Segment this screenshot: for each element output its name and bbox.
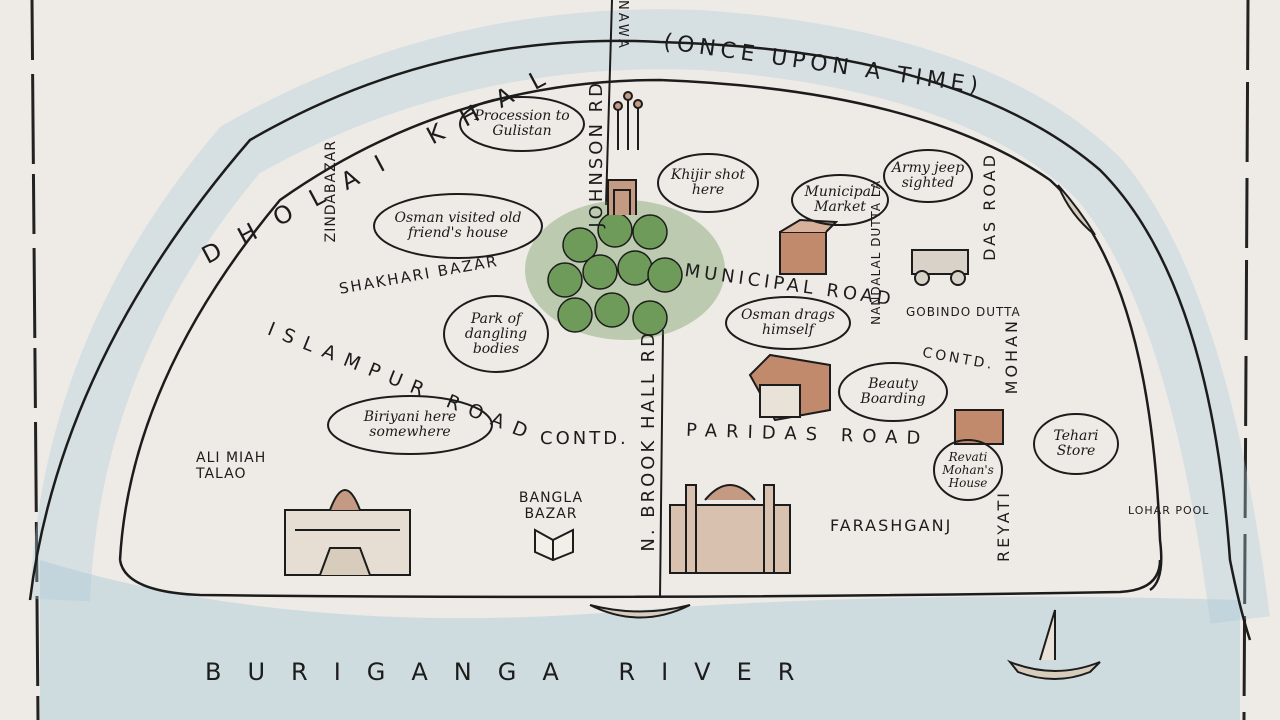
lohar-pool-label: LOHAR POOL: [1128, 504, 1210, 517]
mosque-icon: [669, 484, 791, 574]
note-osman-drags: Osman drags himself: [741, 307, 835, 338]
gobindo-dutta-label: GOBINDO DUTTA: [906, 305, 1021, 319]
left-frame-line: [30, 0, 40, 720]
left-palace-icon: [284, 489, 411, 576]
nawab-label: NAWA: [615, 0, 630, 51]
note-khijir: Khijir shot here: [670, 167, 746, 198]
small-boat-canal: [1057, 184, 1096, 236]
procession-figures-icon: [613, 91, 643, 150]
small-boat-bottom: [589, 604, 691, 619]
note-bubbles: [327, 96, 1119, 501]
bangla-bazar-label: BANGLA BAZAR: [518, 490, 584, 522]
johnson-road-line: [605, 0, 613, 206]
ali-miah-talao-label: ALI MIAH TALAO: [196, 450, 267, 482]
revati-house-icon: [954, 409, 1004, 445]
n-brook-hall-rd-label: N. BROOK HALL RD: [638, 330, 659, 552]
river-wash-bottom: [40, 560, 1240, 720]
johnson-rd-label: JOHNSON RD: [586, 80, 607, 228]
canal-inner-line: [118, 78, 1163, 592]
note-osman-friend: Osman visited old friend's house: [394, 210, 522, 241]
park-gate-icon: [607, 179, 637, 215]
das-road-label: DAS ROAD: [980, 152, 999, 261]
boat-icon: [1006, 609, 1101, 680]
jeep-icon: [911, 249, 969, 286]
farashganj-label: FARASHGANJ: [830, 516, 953, 535]
canal-outer-line: [28, 39, 1252, 641]
canal-wash: [30, 9, 1270, 624]
park-trees: [547, 212, 683, 336]
note-biriyani: Biriyani here somewhere: [363, 409, 457, 440]
river-label: BURIGANGA RIVER: [205, 658, 821, 686]
note-park: Park of dangling bodies: [464, 310, 528, 357]
mohan-label: MOHAN: [1002, 318, 1021, 395]
beauty-boarding-building-icon: [748, 353, 831, 422]
right-frame-line: [1242, 0, 1250, 720]
zindabazar-label: ZINDABAZAR: [323, 140, 339, 243]
brook-hall-road-line: [659, 329, 664, 599]
note-beauty-boarding: Beauty Boarding: [860, 376, 926, 407]
note-army-jeep: Army jeep sighted: [891, 160, 965, 191]
reyati-label: REYATI: [994, 490, 1013, 562]
note-revati-mohan: Revati Mohan's House: [942, 449, 994, 490]
note-tehari-store: Tehari Store: [1053, 428, 1099, 459]
municipal-market-icon: [779, 218, 839, 275]
river-bank-line: [118, 559, 1162, 599]
book-icon: [534, 528, 574, 562]
note-municipal-market: Municipal Market: [804, 184, 876, 215]
contd-label-1: CONTD.: [540, 428, 629, 449]
note-procession: Procession to Gulistan: [474, 108, 570, 139]
